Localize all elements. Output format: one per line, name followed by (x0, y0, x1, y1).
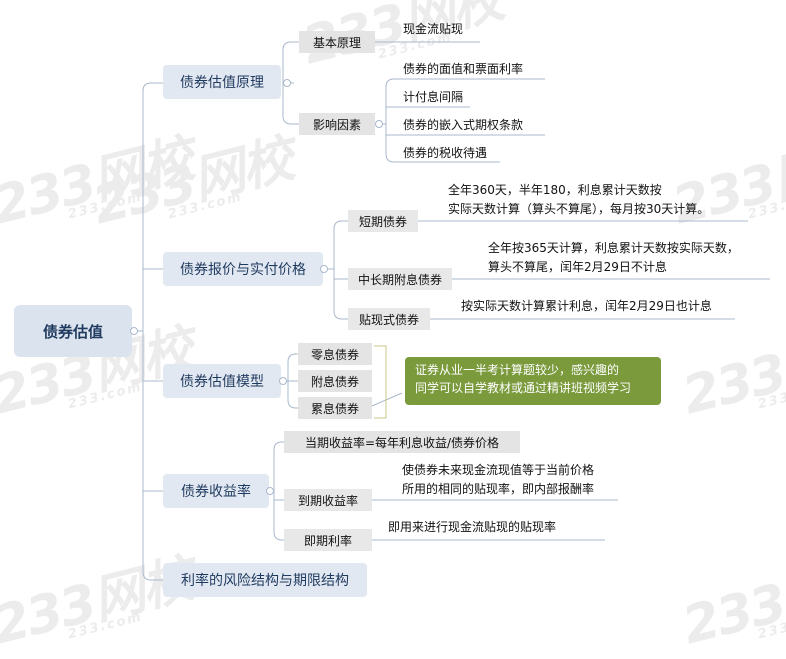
model-accrued-interest[interactable]: 累息债券 (298, 397, 372, 419)
leaf-text: 计付息间隔 (403, 90, 464, 104)
collapse-toggle-icon[interactable] (130, 327, 138, 335)
note-callout: 证券从业一半考计算题较少，感兴趣的 同学可以自学教材或通过精讲班视频学习 (405, 357, 661, 405)
leaf-text: 所用的相同的贴现率，即内部报酬率 (402, 482, 595, 496)
subtopic-label: 影响因素 (312, 117, 361, 132)
subtopic-label: 即期利率 (303, 533, 352, 548)
topic-bond-valuation-principle[interactable]: 债券估值原理 (163, 65, 281, 99)
topic-label: 债券报价与实付价格 (180, 262, 306, 278)
connector-lines (132, 41, 770, 581)
leaf-text: 债券的税收待遇 (403, 146, 488, 160)
collapse-toggle-icon[interactable] (320, 265, 328, 273)
leaf-text: 即用来进行现金流贴现的贴现率 (388, 520, 557, 534)
collapse-toggle-icon[interactable] (375, 120, 383, 128)
collapse-toggle-icon[interactable] (283, 79, 291, 87)
leaf-text: 全年360天，半年180，利息累计天数按 (448, 183, 662, 197)
leaf-text: 现金流贴现 (403, 22, 464, 36)
subtopic-label: 贴现式债券 (358, 312, 419, 327)
subtopic-label: 当期收益率=每年利息收益/债券价格 (304, 435, 500, 450)
subtopic-ytm[interactable]: 到期收益率 (284, 489, 372, 511)
leaf-text: 使债券未来现金流现值等于当前价格 (402, 463, 595, 477)
model-label: 累息债券 (310, 401, 359, 416)
subtopic-label: 基本原理 (312, 35, 361, 50)
subtopic-discount-bond[interactable]: 贴现式债券 (348, 308, 430, 330)
topic-bond-yield[interactable]: 债券收益率 (163, 474, 269, 508)
topic-bond-quote-price[interactable]: 债券报价与实付价格 (163, 252, 323, 286)
root-node[interactable]: 债券估值 (14, 305, 132, 357)
topic-label: 债券估值原理 (180, 75, 264, 91)
subtopic-short-term-bond[interactable]: 短期债券 (348, 210, 418, 232)
subtopic-label: 短期债券 (358, 214, 407, 229)
subtopic-spot-rate[interactable]: 即期利率 (284, 529, 372, 551)
collapse-toggle-icon[interactable] (266, 487, 274, 495)
subtopic-label: 到期收益率 (297, 493, 358, 508)
topic-label: 利率的风险结构与期限结构 (181, 573, 349, 589)
leaf-text: 算头不算尾，闰年2月29日不计息 (488, 260, 667, 274)
subtopic-influencing-factors[interactable]: 影响因素 (299, 113, 375, 135)
model-coupon[interactable]: 附息债券 (298, 370, 372, 392)
topic-label: 债券估值模型 (180, 374, 264, 390)
subtopic-label: 中长期附息债券 (357, 272, 442, 287)
subtopic-current-yield[interactable]: 当期收益率=每年利息收益/债券价格 (284, 431, 520, 453)
model-zero-coupon[interactable]: 零息债券 (298, 343, 372, 365)
note-line: 同学可以自学教材或通过精讲班视频学习 (415, 381, 632, 395)
note-line: 证券从业一半考计算题较少，感兴趣的 (415, 363, 620, 377)
model-label: 附息债券 (310, 374, 359, 389)
topic-bond-valuation-model[interactable]: 债券估值模型 (163, 364, 281, 398)
root-label: 债券估值 (42, 322, 103, 341)
topic-label: 债券收益率 (181, 484, 251, 500)
leaf-text: 按实际天数计算累计利息，闰年2月29日也计息 (461, 299, 712, 313)
model-label: 零息债券 (310, 347, 359, 362)
subtopic-medium-long-bond[interactable]: 中长期附息债券 (348, 268, 452, 290)
collapse-toggle-icon[interactable] (279, 377, 287, 385)
topic-rate-structure[interactable]: 利率的风险结构与期限结构 (163, 563, 367, 597)
subtopic-basic-principle[interactable]: 基本原理 (299, 31, 375, 53)
leaf-text: 实际天数计算（算头不算尾），每月按30天计算。 (448, 202, 710, 216)
leaf-text: 全年按365天计算，利息累计天数按实际天数， (488, 241, 739, 255)
leaf-text: 债券的面值和票面利率 (403, 62, 524, 76)
leaf-text: 债券的嵌入式期权条款 (403, 118, 524, 132)
